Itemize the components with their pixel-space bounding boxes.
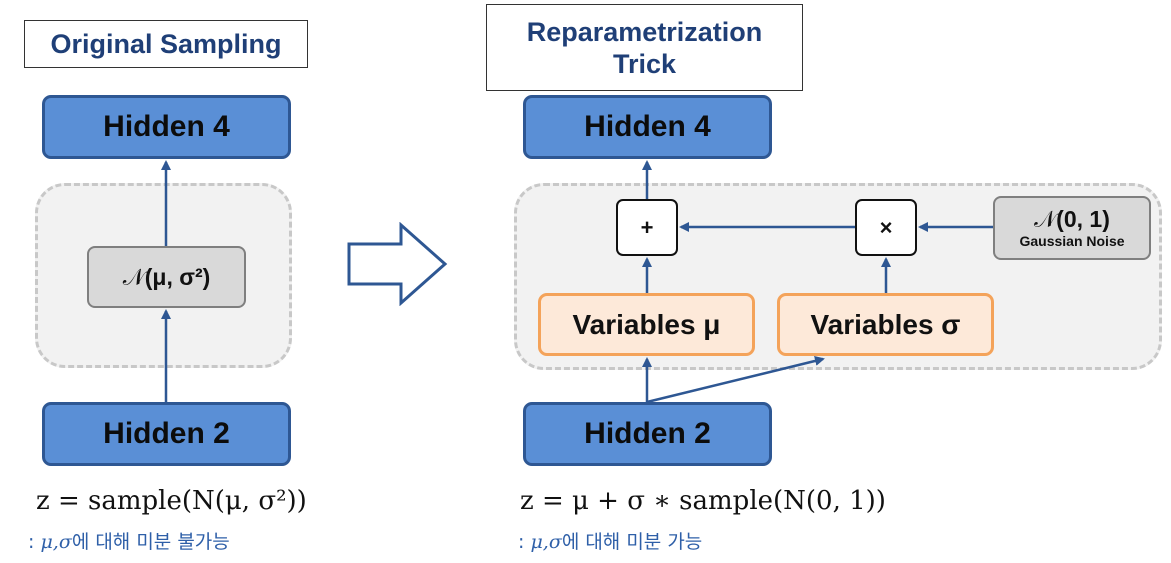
right-note-vars: μ,σ bbox=[530, 531, 562, 553]
right-note: : μ,σ에 대해 미분 가능 bbox=[518, 527, 702, 554]
variables-sigma-box: Variables σ bbox=[777, 293, 994, 356]
right-hidden-2-label: Hidden 2 bbox=[584, 417, 711, 450]
gaussian-noise-title: 𝒩(0, 1) bbox=[1034, 206, 1110, 232]
right-formula: z = μ + σ ∗ sample(N(0, 1)) bbox=[520, 486, 886, 516]
left-formula: z = sample(N(μ, σ²)) bbox=[36, 486, 307, 516]
gaussian-noise-label: Gaussian Noise bbox=[1019, 233, 1125, 249]
transition-arrow-icon bbox=[347, 222, 448, 306]
right-arrow-hidden2-to-sigma bbox=[646, 356, 825, 404]
left-hidden-2-box: Hidden 2 bbox=[42, 402, 291, 466]
left-note-vars: μ,σ bbox=[40, 531, 72, 553]
right-formula-text: z = μ + σ ∗ sample(N(0, 1)) bbox=[520, 486, 886, 516]
left-normal-params: (μ, σ²) bbox=[144, 263, 211, 290]
reparametrization-title-line1: Reparametrization bbox=[526, 16, 763, 47]
left-hidden-4-box: Hidden 4 bbox=[42, 95, 291, 159]
plus-operator-label: + bbox=[640, 214, 654, 240]
right-hidden-4-box: Hidden 4 bbox=[523, 95, 772, 159]
left-note-text: 에 대해 미분 불가능 bbox=[71, 531, 230, 553]
plus-operator-box: + bbox=[616, 199, 678, 256]
right-note-text: 에 대해 미분 가능 bbox=[561, 531, 703, 553]
original-sampling-title: Original Sampling bbox=[24, 20, 308, 68]
noise-normal-symbol: 𝒩 bbox=[1034, 206, 1057, 232]
left-formula-text: z = sample(N(μ, σ²)) bbox=[36, 486, 307, 516]
variables-mu-box: Variables μ bbox=[538, 293, 755, 356]
right-hidden-4-label: Hidden 4 bbox=[584, 110, 711, 143]
reparametrization-title: Reparametrization Trick bbox=[486, 4, 803, 91]
right-note-colon: : bbox=[518, 531, 531, 553]
left-note: : μ,σ에 대해 미분 불가능 bbox=[28, 527, 230, 554]
noise-params: (0, 1) bbox=[1056, 206, 1110, 232]
gaussian-noise-box: 𝒩(0, 1) Gaussian Noise bbox=[993, 196, 1151, 260]
original-sampling-title-text: Original Sampling bbox=[50, 29, 282, 59]
multiply-operator-label: × bbox=[879, 214, 893, 240]
multiply-operator-box: × bbox=[855, 199, 917, 256]
left-hidden-2-label: Hidden 2 bbox=[103, 417, 230, 450]
right-hidden-2-box: Hidden 2 bbox=[523, 402, 772, 466]
reparametrization-title-line2: Trick bbox=[612, 48, 677, 79]
variables-sigma-label: Variables σ bbox=[810, 308, 961, 340]
left-normal-distribution-box: 𝒩(μ, σ²) bbox=[87, 246, 246, 308]
left-hidden-4-label: Hidden 4 bbox=[103, 110, 230, 143]
left-note-colon: : bbox=[28, 531, 41, 553]
variables-mu-label: Variables μ bbox=[572, 308, 721, 340]
left-normal-symbol: 𝒩 bbox=[122, 263, 145, 290]
